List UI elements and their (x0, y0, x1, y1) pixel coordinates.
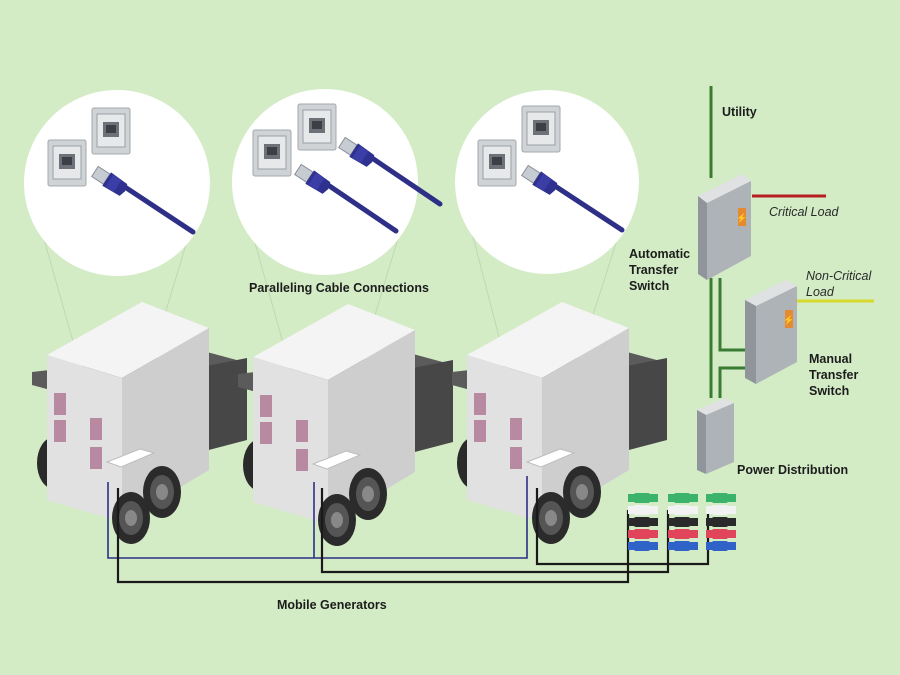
mts-label-line2: Transfer (809, 368, 858, 382)
utility-label: Utility (722, 105, 757, 119)
camlock-column-1 (628, 493, 658, 551)
zoom-circle-3 (455, 90, 639, 274)
mts-label-line3: Switch (809, 384, 849, 398)
svg-text:⚡: ⚡ (736, 212, 747, 224)
camlock-column-3 (706, 493, 736, 551)
svg-text:⚡: ⚡ (783, 314, 794, 326)
automatic-transfer-switch: ⚡ (698, 174, 751, 280)
mts-label-line1: Manual (809, 352, 852, 366)
ats-label-line3: Switch (629, 279, 669, 293)
ats-label-line1: Automatic (629, 247, 690, 261)
mobile-generators-label: Mobile Generators (277, 598, 387, 612)
camlock-connector-bank (628, 493, 736, 551)
non-critical-load-label: Non-Critical (806, 269, 873, 283)
zoom-circle-2 (232, 89, 443, 275)
paralleling-cable-label: Paralleling Cable Connections (249, 281, 429, 295)
ats-label-line2: Transfer (629, 263, 678, 277)
manual-transfer-switch: ⚡ (745, 280, 797, 384)
non-critical-load-label-2: Load (806, 285, 835, 299)
camlock-column-2 (668, 493, 698, 551)
critical-load-label: Critical Load (769, 205, 840, 219)
power-distribution-label: Power Distribution (737, 463, 848, 477)
utility-wiring (709, 86, 745, 398)
power-distribution-panel (697, 398, 734, 474)
paralleling-cable-bus (107, 476, 528, 559)
zoom-circle-1 (24, 90, 210, 276)
